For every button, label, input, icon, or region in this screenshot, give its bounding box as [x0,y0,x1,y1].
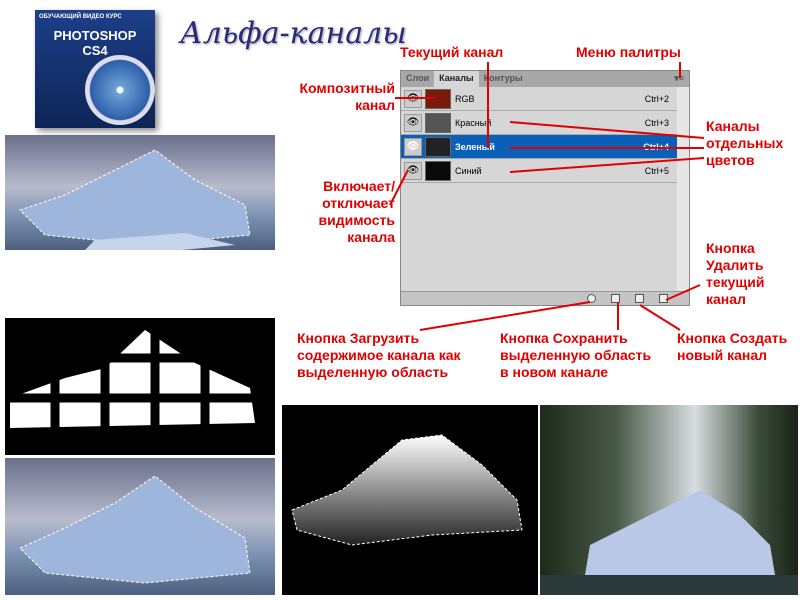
tab-paths[interactable]: Контуры [483,73,523,83]
line-create [639,304,681,331]
line-separate [509,121,705,173]
iceberg-photo-selection [5,135,275,260]
load-selection-button[interactable] [587,294,596,303]
eye-icon[interactable]: 👁 [404,137,422,156]
line-load [419,301,591,331]
channel-name: Зеленый [455,141,495,152]
channel-shortcut: Ctrl+3 [644,117,669,128]
channel-thumbnail [425,160,451,181]
channel-name: Синий [455,165,482,176]
channel-mask-grid [5,318,275,455]
line-visibility [389,169,409,206]
cover-text: ОБУЧАЮЩИЙ ВИДЕО КУРС [39,14,122,20]
eye-icon[interactable]: 👁 [404,113,422,132]
panel-bottom-bar [401,291,689,305]
new-channel-button[interactable] [635,294,644,303]
eye-icon[interactable]: 👁 [404,161,422,180]
channel-name: RGB [455,93,475,104]
channel-thumbnail [425,112,451,133]
channel-row[interactable]: 👁 Красный Ctrl+3 [401,111,677,135]
scrollbar[interactable] [677,87,689,291]
channel-name: Красный [455,117,492,128]
channel-thumbnail [425,136,451,157]
channel-row[interactable]: 👁 Синий Ctrl+5 [401,159,677,183]
save-selection-button[interactable] [611,294,620,303]
disc-image [85,55,155,125]
page-title: Альфа-каналы [180,16,407,51]
label-current-channel: Текущий канал [400,44,504,60]
gradient-channel-mask [282,405,538,595]
line-delete [665,284,701,301]
label-palette-menu: Меню палитры [576,44,681,60]
forest-iceberg-composite [540,405,798,595]
tab-channels[interactable]: Каналы [434,71,479,87]
iceberg-photo-grid-selection [5,458,275,595]
channel-shortcut: Ctrl+4 [643,141,669,152]
tab-layers[interactable]: Слои [406,73,430,83]
channel-shortcut: Ctrl+5 [644,165,669,176]
channel-shortcut: Ctrl+2 [644,93,669,104]
